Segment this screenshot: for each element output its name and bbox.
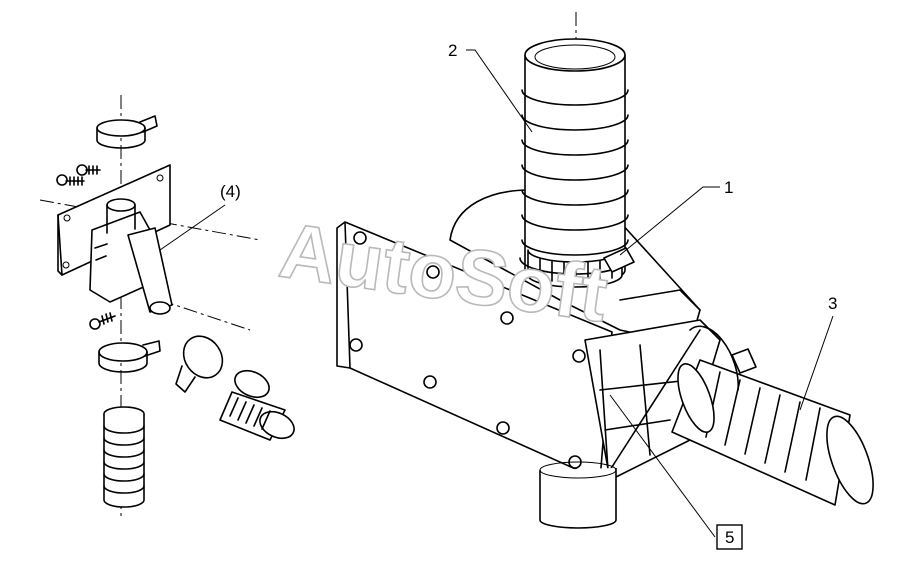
callout-2: 2 [448, 41, 457, 60]
callout-4: (4) [220, 182, 241, 201]
leader-4 [159, 204, 226, 251]
hose-clamp-top [96, 115, 158, 149]
main-assembly [336, 12, 874, 538]
callout-1: 1 [724, 178, 733, 197]
bracket-plate [57, 164, 171, 276]
leader-5 [609, 394, 716, 538]
hose-clamp-side-main [689, 325, 757, 391]
outlet-bottom [539, 461, 617, 529]
leader-2 [466, 49, 533, 133]
hose-clamp-bottom [98, 340, 161, 373]
leader-1 [619, 186, 720, 256]
screw-1 [76, 164, 101, 176]
screw-3 [89, 312, 116, 330]
housing-small [89, 198, 173, 315]
hose-clamp-large [519, 247, 635, 275]
callout-5-box [716, 524, 743, 550]
hose-clamp-side [175, 335, 224, 393]
hose-short-angled [219, 369, 295, 441]
callout-3: 3 [828, 294, 837, 313]
hose-corrugated-side [671, 359, 874, 506]
center-line-3 [159, 299, 251, 331]
leader-3 [799, 315, 834, 411]
exploded-assembly [39, 95, 295, 520]
hose-bellows-large [521, 38, 629, 288]
screw-2 [56, 174, 85, 186]
hose-bellows-small [103, 406, 145, 508]
callout-5: 5 [725, 528, 734, 547]
